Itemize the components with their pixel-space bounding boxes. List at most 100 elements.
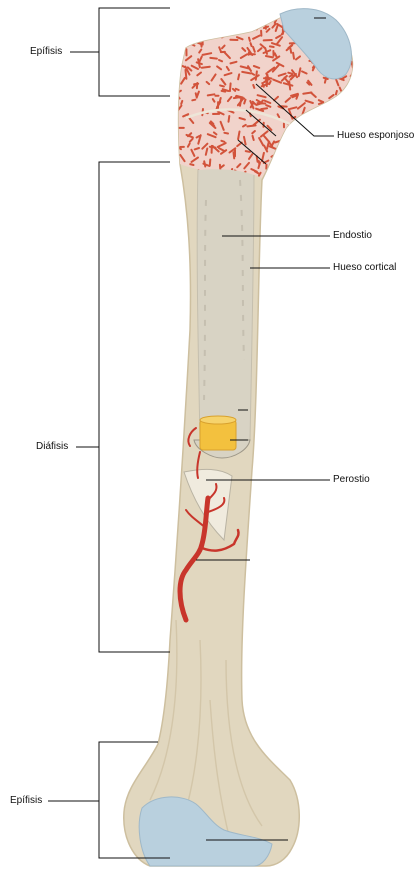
trabecula-stroke xyxy=(316,138,318,141)
trabecula-stroke xyxy=(172,142,177,143)
trabecula-stroke xyxy=(338,114,345,117)
label-hueso-esponjoso: Hueso esponjoso xyxy=(337,130,414,142)
trabecula-stroke xyxy=(251,23,253,30)
trabecula-stroke xyxy=(273,176,278,177)
trabecula-stroke xyxy=(210,160,211,166)
trabecula-stroke xyxy=(179,43,182,44)
trabecula-stroke xyxy=(355,122,358,129)
trabecula-stroke xyxy=(318,5,322,9)
trabecula-stroke xyxy=(203,33,207,38)
trabecula-stroke xyxy=(358,4,363,9)
trabecula-stroke xyxy=(187,39,191,41)
trabecula-stroke xyxy=(327,168,332,171)
trabecula-stroke xyxy=(236,89,239,90)
trabecula-stroke xyxy=(353,114,356,118)
trabecula-stroke xyxy=(253,136,254,140)
trabecula-stroke xyxy=(340,122,346,128)
trabecula-stroke xyxy=(262,83,264,87)
trabecula-stroke xyxy=(334,150,337,151)
trabecula-stroke xyxy=(322,137,329,138)
bracket-epifisis-top xyxy=(70,8,170,96)
trabecula-stroke xyxy=(207,33,210,35)
trabecula-stroke xyxy=(331,178,333,184)
trabecula-stroke xyxy=(287,166,291,169)
trabecula-stroke xyxy=(195,4,201,10)
trabecula-stroke xyxy=(307,126,315,128)
trabecula-stroke xyxy=(210,58,217,59)
label-epifisis-bottom: Epífisis xyxy=(10,795,42,807)
trabecula-stroke xyxy=(354,166,357,169)
trabecula-stroke xyxy=(288,172,294,176)
trabecula-stroke xyxy=(348,167,351,175)
trabecula-stroke xyxy=(185,3,189,5)
trabecula-stroke xyxy=(356,3,363,5)
trabecula-stroke xyxy=(204,8,205,14)
trabecula-stroke xyxy=(291,49,292,53)
trabecula-stroke xyxy=(251,4,253,12)
trabecula-stroke xyxy=(179,8,181,16)
trabecula-stroke xyxy=(176,65,178,68)
trabecula-stroke xyxy=(202,67,210,68)
trabecula-stroke xyxy=(352,17,355,19)
trabecula-stroke xyxy=(191,29,196,31)
trabecula-stroke xyxy=(303,93,311,94)
trabecula-stroke xyxy=(354,79,358,81)
trabecula-stroke xyxy=(223,11,228,15)
trabecula-stroke xyxy=(326,166,332,170)
trabecula-stroke xyxy=(208,94,215,95)
trabecula-stroke xyxy=(302,121,303,128)
trabecula-stroke xyxy=(190,164,193,165)
trabecula-stroke xyxy=(293,123,299,127)
trabecula-stroke xyxy=(195,148,199,149)
trabecula-stroke xyxy=(300,146,304,148)
trabecula-stroke xyxy=(189,32,195,34)
trabecula-stroke xyxy=(308,120,312,124)
trabecula-stroke xyxy=(294,175,301,177)
trabecula-stroke xyxy=(269,81,270,84)
trabecula-stroke xyxy=(355,63,358,64)
trabecula-stroke xyxy=(329,113,336,114)
trabecula-stroke xyxy=(317,110,324,114)
trabecula-stroke xyxy=(354,8,359,12)
trabecula-stroke xyxy=(192,100,195,101)
trabecula-stroke xyxy=(340,88,341,91)
trabecula-stroke xyxy=(348,90,352,93)
trabecula-stroke xyxy=(178,59,179,62)
section-plug-top xyxy=(200,416,236,424)
trabecula-stroke xyxy=(339,176,342,184)
trabecula-stroke xyxy=(194,35,201,40)
trabecula-stroke xyxy=(287,2,294,6)
trabecula-stroke xyxy=(253,85,254,88)
label-epifisis-top: Epífisis xyxy=(30,46,62,58)
trabecula-stroke xyxy=(318,179,324,181)
trabecula-stroke xyxy=(336,91,337,94)
trabecula-stroke xyxy=(326,140,330,146)
trabecula-stroke xyxy=(356,183,358,186)
trabecula-stroke xyxy=(356,97,358,101)
trabecula-stroke xyxy=(289,81,290,89)
trabecula-stroke xyxy=(175,182,177,186)
trabecula-stroke xyxy=(176,112,177,116)
trabecula-stroke xyxy=(307,163,310,169)
trabecula-stroke xyxy=(278,114,280,117)
trabecula-stroke xyxy=(259,161,260,164)
trabecula-stroke xyxy=(191,41,194,43)
trabecula-stroke xyxy=(230,83,231,91)
trabecula-stroke xyxy=(350,149,354,150)
trabecula-stroke xyxy=(330,140,332,148)
label-hueso-cortical: Hueso cortical xyxy=(333,262,396,274)
trabecula-stroke xyxy=(325,115,326,118)
trabecula-stroke xyxy=(272,174,278,181)
trabecula-stroke xyxy=(328,145,333,146)
trabecula-stroke xyxy=(353,31,354,35)
trabecula-stroke xyxy=(243,125,246,127)
trabecula-stroke xyxy=(357,87,365,88)
trabecula-stroke xyxy=(301,176,305,182)
trabecula-stroke xyxy=(309,134,310,137)
trabecula-stroke xyxy=(207,9,210,10)
trabecula-stroke xyxy=(340,8,344,12)
trabecula-stroke xyxy=(267,12,271,17)
trabecula-stroke xyxy=(249,38,250,41)
trabecula-stroke xyxy=(255,14,263,17)
label-endostio: Endostio xyxy=(333,230,372,242)
